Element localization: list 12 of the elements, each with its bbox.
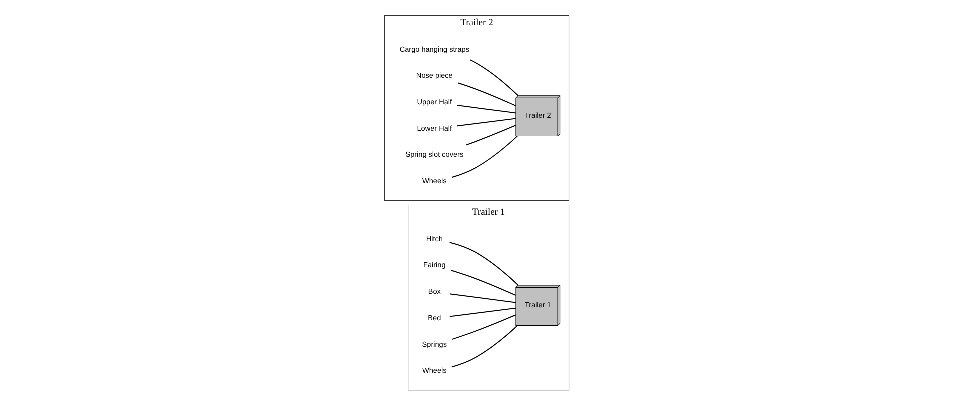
connector <box>470 60 519 96</box>
connector <box>452 314 516 340</box>
connector <box>450 294 516 304</box>
connector <box>450 270 516 296</box>
connector <box>457 118 516 127</box>
connector <box>450 242 519 286</box>
connector <box>458 82 516 106</box>
connector <box>452 136 518 178</box>
connector <box>452 326 518 368</box>
connector <box>466 125 516 146</box>
connector <box>450 308 516 318</box>
connector <box>457 105 516 114</box>
